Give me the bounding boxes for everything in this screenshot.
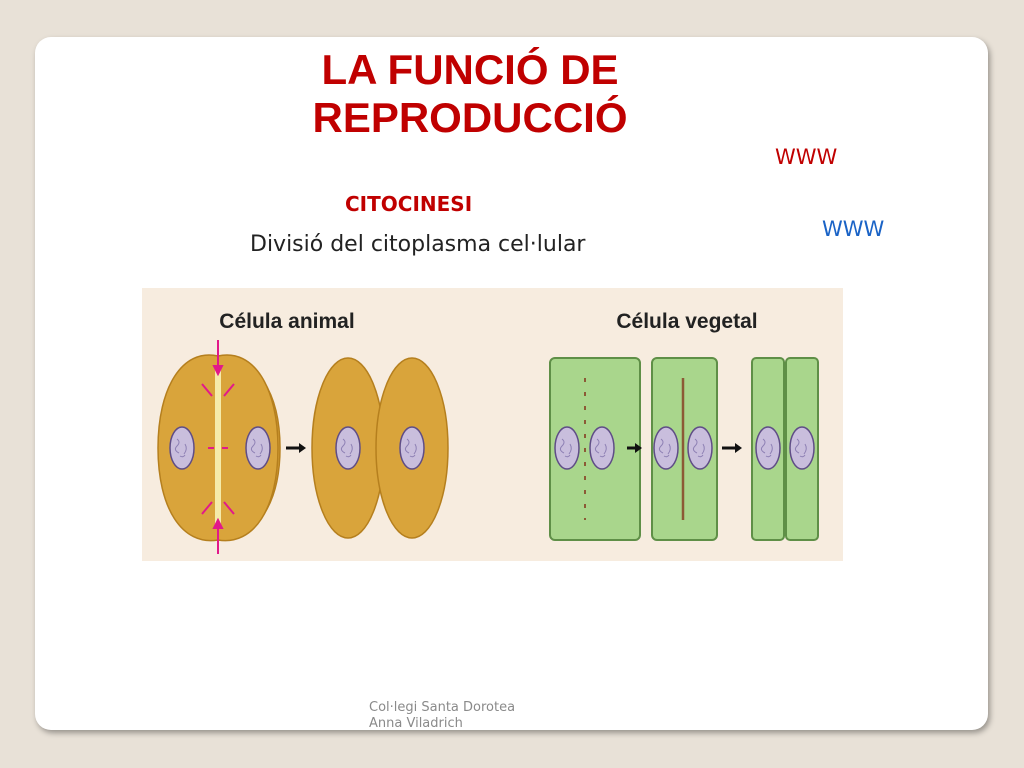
title-line-1: LA FUNCIÓ DE [321, 46, 619, 93]
cytokinesis-figure: Célula animal Célula vegetal [142, 288, 843, 561]
www-link-red[interactable]: WWW [775, 145, 838, 169]
title-line-2: REPRODUCCIÓ [312, 94, 628, 141]
plant-cell-stage-1 [549, 357, 641, 541]
arrow-icon [722, 443, 742, 453]
arrow-icon [627, 443, 642, 453]
plant-cell-stage-2 [651, 357, 718, 541]
plant-cell-label: Célula vegetal [616, 310, 757, 333]
slide-title: LA FUNCIÓ DE REPRODUCCIÓ [230, 46, 710, 142]
plant-daughter-cells [751, 357, 819, 541]
footer-author: Anna Viladrich [369, 716, 463, 731]
arrow-icon [286, 443, 306, 453]
section-subtitle: CITOCINESI [345, 192, 473, 216]
animal-cell-dividing [157, 340, 281, 554]
footer: Col·legi Santa Dorotea Anna Viladrich [369, 700, 515, 732]
footer-school: Col·legi Santa Dorotea [369, 700, 516, 715]
animal-daughter-cells [311, 357, 449, 539]
www-link-blue[interactable]: WWW [822, 217, 885, 241]
section-description: Divisió del citoplasma cel·lular [250, 232, 586, 257]
animal-cell-label: Célula animal [219, 310, 354, 333]
